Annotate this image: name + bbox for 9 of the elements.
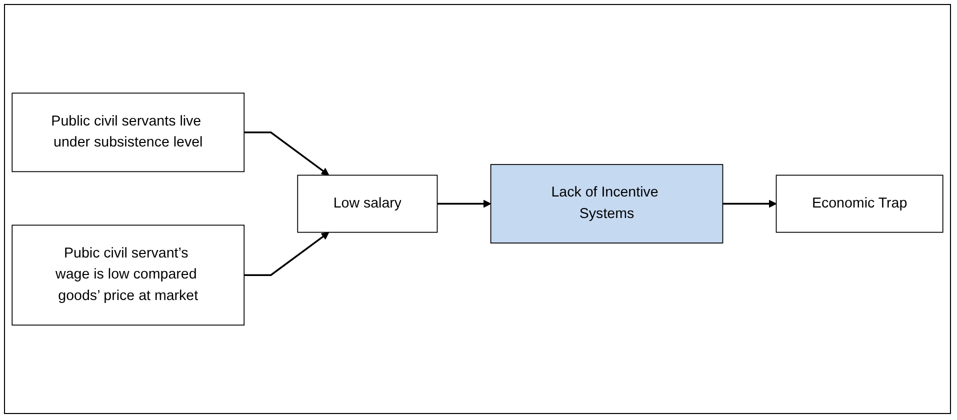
arrow: [437, 200, 492, 208]
node-box: Low salary: [297, 174, 438, 233]
node-box: Public civil servants live under subsistence level: [12, 92, 245, 172]
arrow: [244, 131, 330, 176]
node-box: Lack of Incentive Systems: [490, 164, 724, 244]
arrow: [244, 232, 330, 276]
node-box: Economic Trap: [776, 174, 944, 233]
node-box: Pubic civil servant’s wage is low compared goods’ price at market: [12, 224, 245, 326]
arrow: [722, 200, 777, 208]
